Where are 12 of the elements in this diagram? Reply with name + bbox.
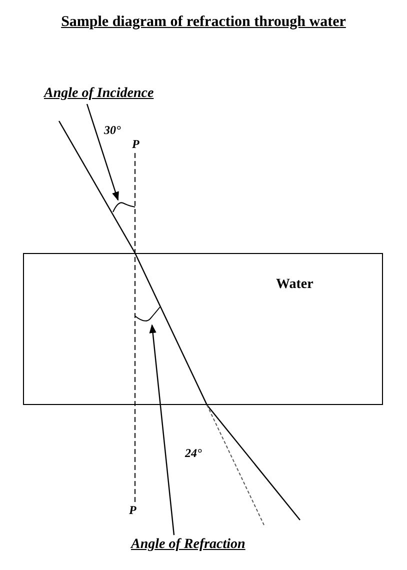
- diagram-label: 30°: [104, 123, 121, 137]
- medium-label: Water: [276, 276, 314, 294]
- diagram-label: P: [129, 503, 136, 517]
- angle-caption: Angle of Refraction: [131, 535, 257, 555]
- angle-caption: Angle of Incidence: [44, 84, 168, 104]
- diagram-label: P: [132, 137, 140, 151]
- leader-arrow: [149, 324, 175, 536]
- angle-arc: [112, 200, 136, 214]
- leader-arrow: [86, 104, 119, 201]
- water-tank: [23, 253, 383, 405]
- diagram-title: Sample diagram of refraction through water: [60, 13, 347, 32]
- diagram-label: 24°: [185, 446, 202, 460]
